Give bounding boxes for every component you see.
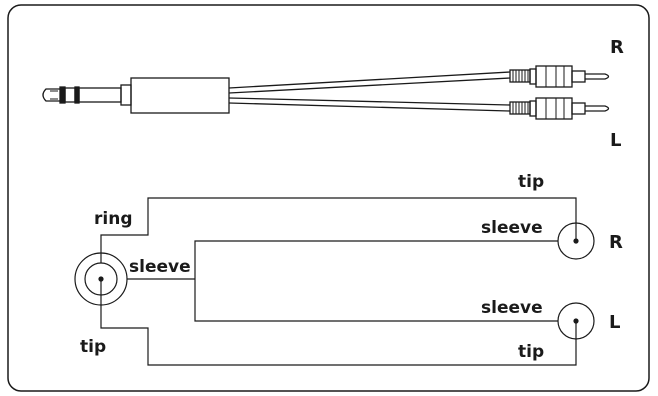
rca-plug-left-icon (509, 97, 610, 120)
trs-jack-tip-point (98, 276, 104, 282)
plug-channel-left-label: L (610, 130, 621, 151)
diagram-frame (7, 4, 650, 392)
ring-label: ring (94, 209, 132, 229)
schematic-channel-right-label: R (609, 232, 623, 253)
cable-illustration (42, 65, 610, 120)
wire-sleeve-to-left-sleeve (194, 279, 558, 322)
wire-tip-to-left-tip (100, 281, 577, 366)
wiring-schematic (74, 197, 595, 366)
trs-plug-icon (42, 77, 230, 114)
schematic-channel-left-label: L (609, 312, 620, 333)
wire-ring-to-right-tip (100, 197, 577, 263)
rca-jack-left-center (573, 318, 579, 324)
plug-channel-right-label: R (610, 37, 624, 58)
sleeve-left-label: sleeve (481, 298, 543, 318)
split-cables (228, 71, 511, 112)
wire-sleeve-to-right-sleeve (194, 240, 558, 279)
rca-plug-right-icon (509, 65, 610, 88)
tip-source-label: tip (80, 337, 106, 357)
tip-left-label: tip (518, 342, 544, 362)
sleeve-right-label: sleeve (481, 218, 543, 238)
tip-right-label: tip (518, 172, 544, 192)
sleeve-source-label: sleeve (129, 257, 191, 277)
rca-jack-right-center (573, 238, 579, 244)
